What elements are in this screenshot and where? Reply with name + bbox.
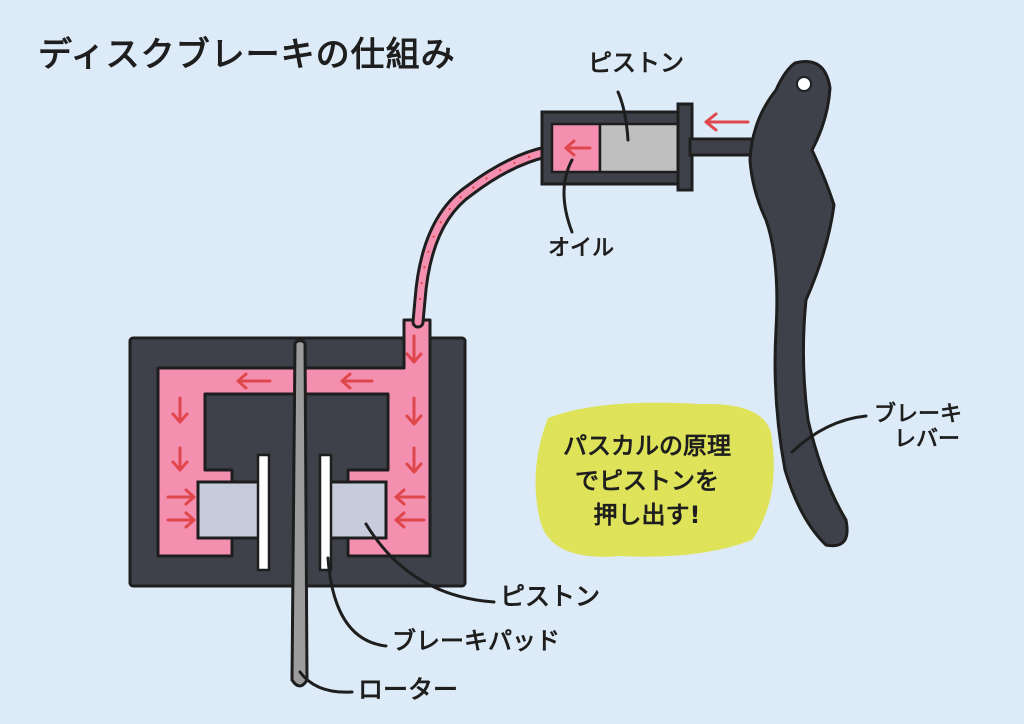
label-oil: オイル: [548, 236, 615, 261]
brake-lever: [748, 60, 849, 548]
label-brake-lever: ブレーキ レバー: [874, 402, 962, 453]
arrow-caliper-left-1: [340, 372, 374, 390]
arrow-push-left-piston-2: [166, 511, 196, 529]
arrow-caliper-down-4: [171, 396, 189, 424]
arrow-caliper-down-5: [171, 446, 189, 472]
arrow-push-left-piston-1: [166, 488, 196, 506]
callout-line3: 押し出す!: [593, 501, 701, 530]
callout-highlight: [535, 402, 774, 557]
arrow-caliper-left-2: [236, 372, 272, 390]
label-caliper-piston: ピストン: [500, 582, 601, 611]
brake-pad-left: [256, 453, 271, 572]
label-brake-pad: ブレーキパッド: [392, 627, 560, 655]
brake-hose: [414, 148, 550, 326]
label-rotor: ローター: [358, 675, 459, 704]
caliper-piston-left: [196, 480, 262, 540]
callout-line2: でピストンを: [575, 466, 719, 495]
brake-pad-right: [318, 453, 333, 572]
arrow-push-right-piston-2: [394, 511, 426, 529]
label-master-piston: ピストン: [588, 49, 684, 77]
leader-oil: [562, 158, 574, 234]
arrow-caliper-down-1: [405, 334, 423, 364]
master-piston: [598, 122, 680, 174]
page-title: ディスクブレーキの仕組み: [38, 35, 456, 75]
leader-lever: [790, 414, 868, 454]
arrow-lever-push: [704, 112, 750, 132]
arrow-caliper-down-3: [405, 446, 423, 474]
leader-rotor: [298, 670, 354, 694]
arrow-oil-master: [564, 139, 592, 157]
arrow-push-right-piston-1: [394, 488, 426, 506]
leader-piston-caliper: [364, 522, 496, 604]
lever-pivot-hole: [796, 76, 812, 92]
leader-brake-pad: [326, 556, 388, 648]
arrow-caliper-down-2: [405, 396, 423, 426]
pascal-callout: パスカルの原理 でピストンを 押し出す!: [532, 406, 762, 556]
leader-piston-top: [616, 90, 630, 142]
rotor: [290, 339, 309, 688]
caliper-piston-right: [328, 480, 388, 540]
label-brake-lever-line2: レバー: [894, 427, 961, 453]
label-brake-lever-line1: ブレーキ: [874, 402, 963, 427]
callout-line1: パスカルの原理: [563, 431, 731, 460]
